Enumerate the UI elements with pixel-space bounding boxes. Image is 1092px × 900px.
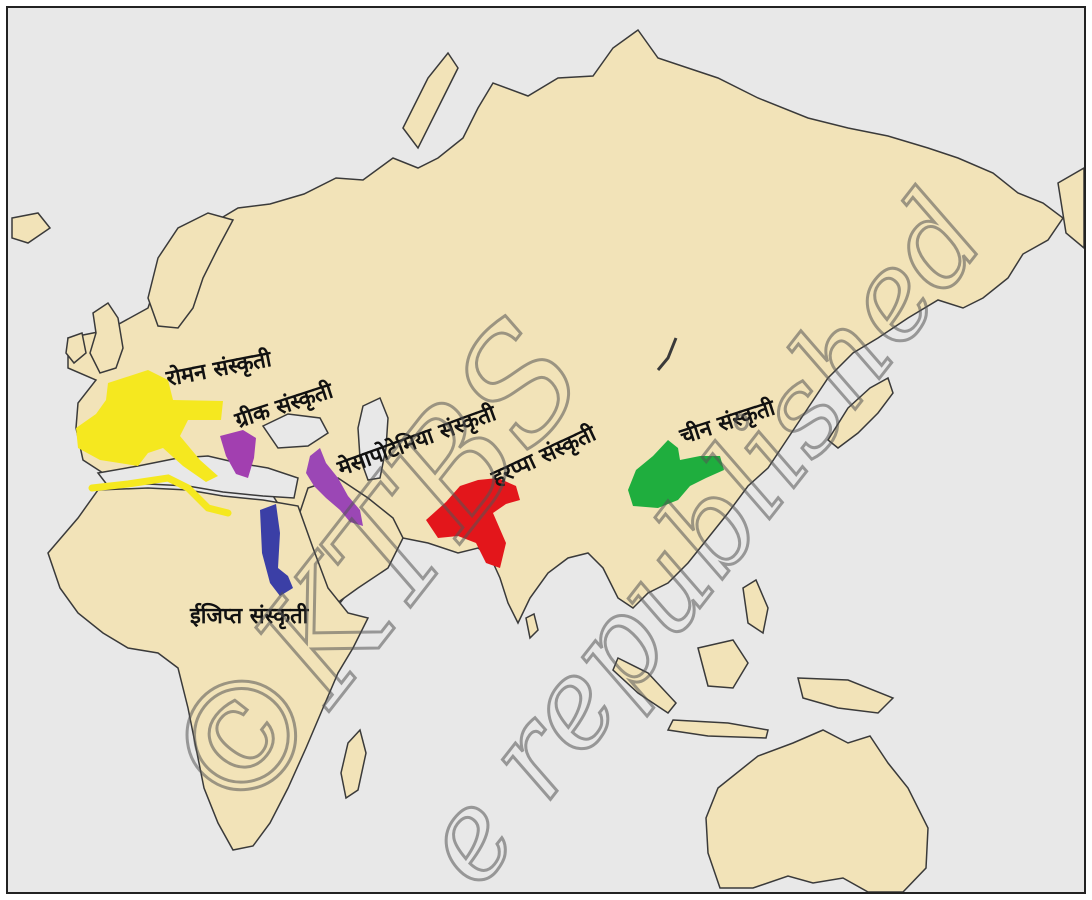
land-java	[666, 719, 769, 739]
region-roman-africa	[88, 474, 232, 517]
land-scandinavia	[147, 212, 235, 329]
region-greek	[220, 430, 256, 478]
region-harappa	[426, 478, 520, 568]
water-caspian	[357, 396, 389, 481]
region-china	[628, 440, 724, 508]
region-mesopotamia	[306, 448, 363, 526]
land-ireland	[65, 332, 87, 365]
map-frame: रोमन संस्कृती ग्रीक संस्कृती मेसापोटेमिय…	[6, 6, 1086, 894]
land-novaya-zemlya	[402, 51, 459, 150]
region-roman	[76, 370, 223, 482]
land-alaska	[1057, 167, 1084, 249]
region-egypt	[260, 504, 293, 596]
land-iceland	[11, 212, 52, 244]
land-madagascar	[340, 728, 367, 800]
lake-baikal	[656, 337, 678, 371]
land-japan	[827, 376, 894, 449]
land-britain	[89, 301, 124, 374]
world-map: रोमन संस्कृती ग्रीक संस्कृती मेसापोटेमिय…	[8, 8, 1084, 892]
land-australia	[705, 729, 929, 892]
land-new-guinea	[797, 677, 895, 714]
land-borneo	[697, 639, 749, 689]
label-egypt: ईजिप्त संस्कृती	[189, 602, 310, 630]
water-black-sea	[261, 413, 329, 449]
land-philippines	[742, 578, 769, 635]
land-sri-lanka	[525, 612, 539, 640]
land-sumatra	[612, 656, 677, 715]
